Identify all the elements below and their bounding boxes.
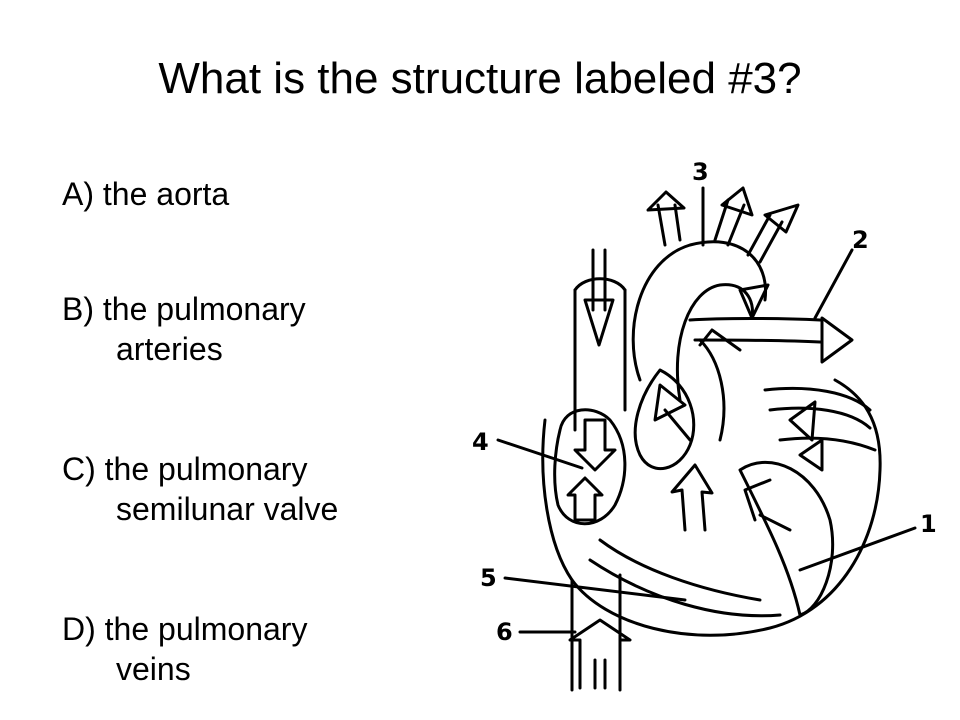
option-c: C) the pulmonary semilunar valve	[62, 449, 338, 529]
label-1: 1	[920, 510, 937, 538]
option-c-letter: C)	[62, 451, 96, 487]
leader-5	[503, 576, 687, 602]
label-5: 5	[480, 564, 497, 592]
option-c-text-cont: semilunar valve	[116, 491, 339, 527]
option-c-text: the pulmonary	[104, 451, 308, 487]
label-4: 4	[472, 428, 489, 456]
option-a-text: the aorta	[102, 176, 230, 212]
option-b-letter: B)	[62, 291, 94, 327]
option-d-letter: D)	[62, 611, 96, 647]
aorta	[631, 240, 768, 382]
pulmonary-artery	[688, 317, 822, 344]
option-b-text-cont: arteries	[116, 331, 223, 367]
label-6: 6	[496, 618, 513, 646]
option-d-text: the pulmonary	[104, 611, 308, 647]
vena-cava	[573, 288, 627, 432]
leader-2	[813, 248, 854, 320]
option-d-text-cont: veins	[116, 651, 191, 687]
pulmonary-veins	[763, 386, 877, 452]
heart-outline	[541, 378, 882, 637]
option-a-letter: A)	[62, 176, 94, 212]
label-2: 2	[852, 226, 869, 254]
arrow-up-left	[653, 383, 692, 442]
right-atrium	[553, 408, 627, 526]
left-ventricle	[738, 460, 835, 617]
option-a: A) the aorta	[62, 174, 229, 214]
option-b-text: the pulmonary	[102, 291, 306, 327]
right-ventricle	[588, 538, 782, 618]
leader-1	[798, 526, 917, 572]
option-b: B) the pulmonary arteries	[62, 289, 306, 369]
slide-title: What is the structure labeled #3?	[158, 54, 802, 103]
option-d: D) the pulmonary veins	[62, 609, 307, 689]
leader-4	[496, 438, 584, 470]
label-3: 3	[692, 158, 709, 186]
heart-diagram: 3 2 4 1 5 6	[472, 158, 937, 692]
